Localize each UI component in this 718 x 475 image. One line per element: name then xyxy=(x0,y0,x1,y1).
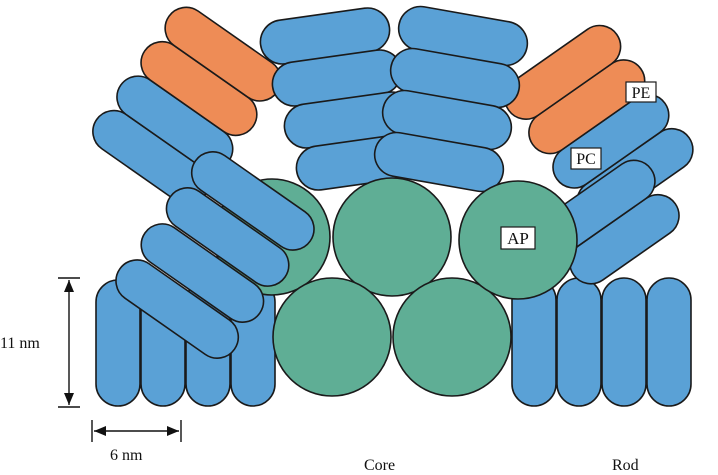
top-center-right-rod xyxy=(373,5,529,193)
bottom-right-rods xyxy=(511,277,692,407)
core-caption: Core xyxy=(364,457,395,474)
core-disk xyxy=(392,277,512,397)
vertical-disk xyxy=(601,277,647,407)
height-dimension: 11 nm xyxy=(0,277,80,408)
svg-text:PC: PC xyxy=(576,151,596,168)
ap-label: AP xyxy=(500,226,536,250)
core-disk xyxy=(332,177,452,297)
width-label: 6 nm xyxy=(110,447,143,464)
width-dimension: 6 nm xyxy=(91,420,182,464)
pe-label: PE xyxy=(625,81,657,103)
height-label: 11 nm xyxy=(0,335,40,352)
left-upper-rod xyxy=(92,6,282,205)
vertical-disk xyxy=(646,277,692,407)
rod-caption: Rod xyxy=(612,457,639,474)
svg-text:PE: PE xyxy=(632,85,651,102)
pc-label: PC xyxy=(570,147,602,170)
left-lower-rod xyxy=(115,151,315,359)
core-disk xyxy=(272,277,392,397)
svg-text:AP: AP xyxy=(507,229,529,248)
vertical-disk xyxy=(556,277,602,407)
